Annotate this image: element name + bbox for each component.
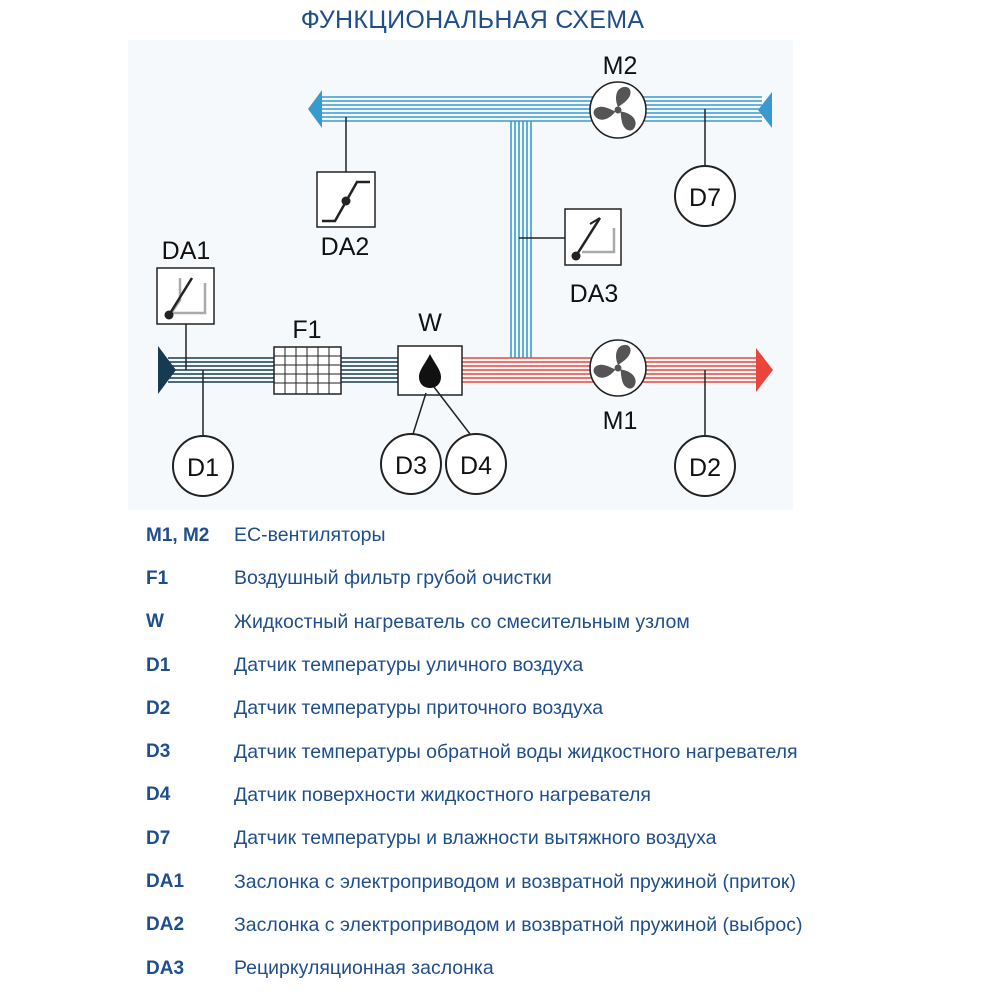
legend-description: Воздушный фильтр грубой очистки <box>234 567 552 590</box>
exhaust-in-arrow <box>758 92 772 128</box>
damper-da2: DA2 <box>316 117 376 261</box>
diagram-background <box>128 40 793 510</box>
legend-description: Заслонка с электроприводом и возвратной … <box>234 870 796 893</box>
outdoor-air-inlet-arrow <box>158 346 176 394</box>
d2-label: D2 <box>689 454 721 482</box>
legend-code: D1 <box>146 654 171 676</box>
legend-code: D2 <box>146 697 171 719</box>
sensor-d3: D3 <box>380 392 442 495</box>
exhaust-out-arrow <box>308 90 322 128</box>
legend-description: ЕС-вентиляторы <box>234 524 386 547</box>
legend-item: DA1 Заслонка с электроприводом и возврат… <box>146 860 946 903</box>
m1-label: M1 <box>603 407 638 435</box>
legend-description: Датчик температуры приточного воздуха <box>234 697 604 720</box>
legend-description: Датчик температуры и влажности вытяжного… <box>234 827 717 850</box>
damper-da1: DA1 <box>156 237 215 370</box>
d3-label: D3 <box>395 452 427 480</box>
legend: M1, M2 ЕС-вентиляторы F1 Воздушный фильт… <box>146 514 946 990</box>
legend-item: W Жидкостный нагреватель со смесительным… <box>146 601 946 644</box>
d7-label: D7 <box>689 184 721 212</box>
sensor-d2: D2 <box>674 370 736 497</box>
legend-code: W <box>146 611 164 633</box>
exhaust-duct <box>308 90 772 128</box>
sensor-d1: D1 <box>172 370 234 497</box>
fan-icon <box>589 81 647 139</box>
legend-description: Датчик поверхности жидкостного нагревате… <box>234 783 651 806</box>
legend-item: D4 Датчик поверхности жидкостного нагрев… <box>146 774 946 817</box>
legend-description: Жидкостный нагреватель со смесительным у… <box>234 610 690 633</box>
legend-code: D4 <box>146 784 171 806</box>
w-label: W <box>418 309 442 337</box>
fan-m1: M1 <box>589 339 647 435</box>
legend-item: F1 Воздушный фильтр грубой очистки <box>146 557 946 600</box>
supply-air-outlet-arrow <box>756 348 773 392</box>
legend-description: Датчик температуры уличного воздуха <box>234 654 584 677</box>
heater-w: W <box>397 309 463 396</box>
fan-icon <box>589 339 647 397</box>
legend-item: D3 Датчик температуры обратной воды жидк… <box>146 730 946 773</box>
da2-label: DA2 <box>321 233 370 261</box>
f1-label: F1 <box>292 316 321 344</box>
legend-code: DA2 <box>146 914 185 936</box>
sensor-d7: D7 <box>674 109 736 227</box>
da1-label: DA1 <box>162 237 211 265</box>
da3-label: DA3 <box>570 280 619 308</box>
m2-label: M2 <box>603 52 638 80</box>
legend-code: DA3 <box>146 957 185 979</box>
legend-item: D1 Датчик температуры уличного воздуха <box>146 644 946 687</box>
legend-item: DA2 Заслонка с электроприводом и возврат… <box>146 904 946 947</box>
legend-description: Датчик температуры обратной воды жидкост… <box>234 740 798 763</box>
legend-code: D7 <box>146 827 171 849</box>
d1-label: D1 <box>187 454 219 482</box>
functional-diagram: F1 W M2 M1 DA1 <box>128 40 793 510</box>
damper-da3: DA3 <box>519 208 622 308</box>
water-drop-icon <box>419 354 441 388</box>
page-title: ФУНКЦИОНАЛЬНАЯ СХЕМА <box>300 6 645 34</box>
legend-item: M1, M2 ЕС-вентиляторы <box>146 514 946 557</box>
legend-item: D2 Датчик температуры приточного воздуха <box>146 687 946 730</box>
filter-f1: F1 <box>273 316 342 395</box>
legend-item: DA3 Рециркуляционная заслонка <box>146 947 946 990</box>
legend-description: Рециркуляционная заслонка <box>234 957 494 980</box>
legend-code: F1 <box>146 567 169 589</box>
fan-m2: M2 <box>589 52 647 139</box>
recirculation-duct <box>510 121 532 358</box>
d4-label: D4 <box>460 452 492 480</box>
legend-code: DA1 <box>146 871 185 893</box>
legend-description: Заслонка с электроприводом и возвратной … <box>234 913 803 936</box>
legend-code: D3 <box>146 741 171 763</box>
sensor-d4: D4 <box>433 386 507 495</box>
legend-item: D7 Датчик температуры и влажности вытяжн… <box>146 817 946 860</box>
legend-code: M1, M2 <box>146 524 210 546</box>
